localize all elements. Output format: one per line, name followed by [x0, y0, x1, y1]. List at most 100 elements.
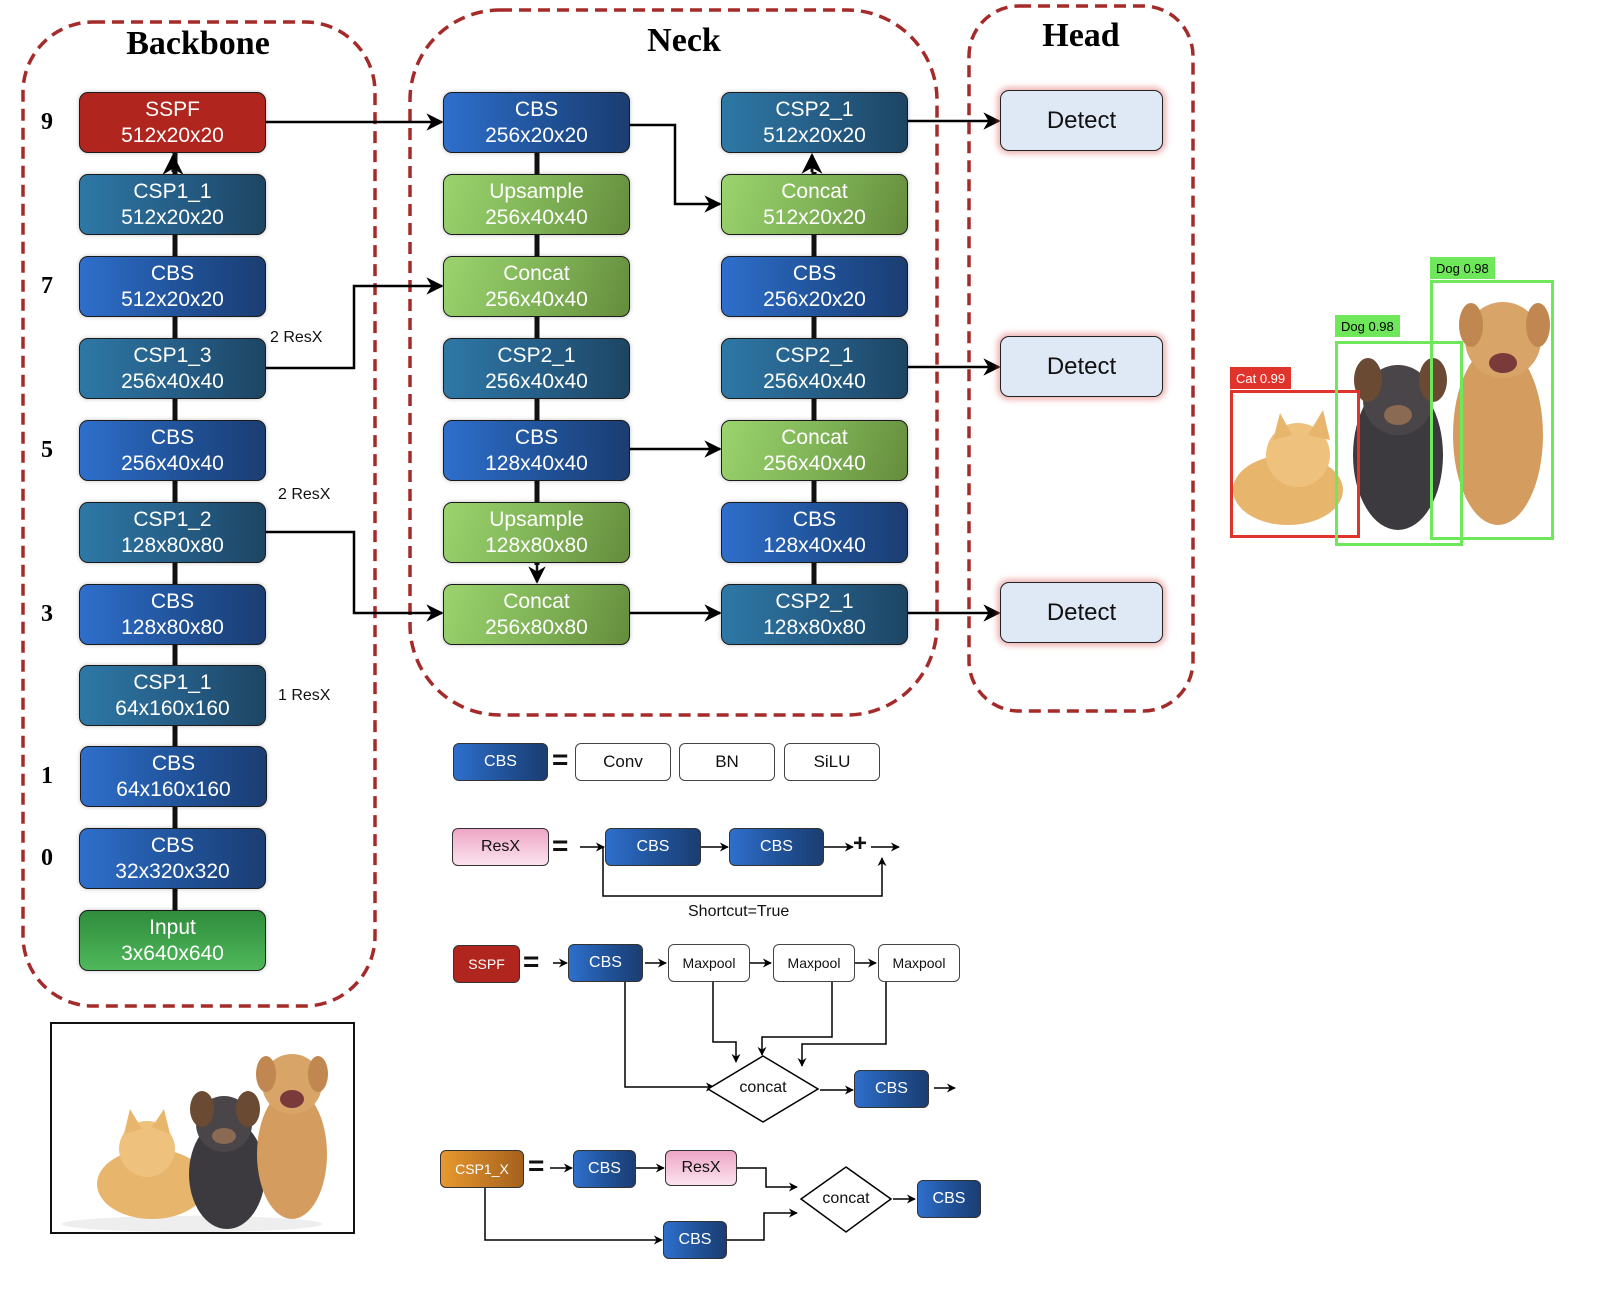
- block-name: SSPF: [145, 97, 200, 121]
- legend-conv-block: Conv: [575, 743, 671, 781]
- block-name: Concat: [781, 179, 848, 203]
- legend-sspf-cbs-in: CBS: [568, 944, 643, 982]
- legend-resx-plus: +: [853, 830, 868, 857]
- sspf-pool3-to-concat: [797, 982, 887, 1067]
- block-name: CSP1_1: [133, 670, 212, 694]
- cat-bounding-box: [1230, 390, 1360, 538]
- legend-maxpool-3: Maxpool: [878, 944, 960, 982]
- legend-sspf-cbs-out: CBS: [854, 1070, 929, 1108]
- block-name: Concat: [781, 425, 848, 449]
- layer-index: 0: [41, 845, 53, 871]
- block-name: CSP2_1: [497, 343, 576, 367]
- backbone-region-border: [21, 20, 377, 1008]
- legend-csp1x-equals: =: [528, 1150, 545, 1181]
- block-shape: 64x160x160: [115, 696, 230, 720]
- csp1x-cbs-bottom-to-concat: [727, 1208, 798, 1241]
- neck-region-border: [408, 8, 939, 717]
- block-shape: 128x40x40: [485, 451, 588, 475]
- block-shape: 256x40x40: [763, 369, 866, 393]
- block-shape: 128x80x80: [121, 533, 224, 557]
- legend-csp1x-concat-label: concat: [822, 1190, 870, 1207]
- block-name: CBS: [792, 507, 837, 531]
- block-name: Detect: [1046, 352, 1117, 380]
- resx-count-annotation: 2 ResX: [278, 486, 331, 503]
- wire-cbs-to-concat-top: [630, 123, 722, 213]
- dog-bounding-box-2: [1430, 280, 1554, 540]
- legend-resx-block: ResX: [452, 828, 549, 866]
- layer-index: 5: [41, 437, 53, 463]
- detect-block: Detect: [1000, 582, 1163, 643]
- neck-title: Neck: [647, 22, 721, 59]
- legend-bn-block: BN: [679, 743, 775, 781]
- csp1x-concat-diamond: [799, 1166, 893, 1233]
- layer-index: 1: [41, 763, 53, 789]
- cat-detection-label: Cat 0.99: [1230, 367, 1292, 389]
- resx-count-annotation: 1 ResX: [278, 687, 331, 704]
- legend-sspf-concat-label: concat: [739, 1079, 787, 1096]
- block-name: CBS: [150, 425, 195, 449]
- sspf-pool2-to-concat: [757, 982, 833, 1056]
- block-shape: 64x160x160: [116, 777, 231, 801]
- resx-shortcut: [602, 847, 887, 897]
- wire-csp13-to-neck-concat: [266, 277, 444, 370]
- block-shape: 256x20x20: [485, 123, 588, 147]
- backbone-title: Backbone: [126, 25, 270, 62]
- legend-resx-cbs-2: CBS: [729, 828, 824, 866]
- head-title: Head: [1042, 17, 1120, 54]
- block-shape: 256x40x40: [485, 369, 588, 393]
- legend-csp1x-cbs-out: CBS: [917, 1180, 981, 1218]
- legend-maxpool-2: Maxpool: [773, 944, 855, 982]
- legend-csp1x-cbs-bottom: CBS: [663, 1221, 727, 1259]
- legend-csp1x-block: CSP1_X: [440, 1150, 524, 1188]
- legend-csp1x-resx: ResX: [665, 1150, 737, 1186]
- block-name: Input: [149, 915, 196, 939]
- legend-maxpool-1: Maxpool: [668, 944, 750, 982]
- dog-detection-label-1: Dog 0.98: [1335, 315, 1400, 337]
- sspf-pool1-to-concat: [712, 982, 741, 1063]
- block-shape: 512x20x20: [121, 287, 224, 311]
- legend-cbs-block: CBS: [453, 743, 548, 781]
- head-region-border: [967, 4, 1195, 713]
- block-shape: 128x40x40: [763, 533, 866, 557]
- block-name: Concat: [503, 589, 570, 613]
- legend-resx-equals: =: [552, 830, 569, 861]
- block-shape: 256x40x40: [121, 451, 224, 475]
- block-name: CBS: [514, 425, 559, 449]
- legend-resx-caption: Shortcut=True: [688, 903, 790, 920]
- dog-bounding-box-1: [1335, 341, 1463, 546]
- dog-detection-label-2: Dog 0.98: [1430, 257, 1495, 279]
- input-image: [50, 1022, 355, 1234]
- block-name: CSP1_2: [133, 507, 212, 531]
- block-name: CBS: [150, 261, 195, 285]
- detection-illustration: [1233, 302, 1550, 530]
- block-shape: 32x320x320: [115, 859, 230, 883]
- block-name: Detect: [1046, 598, 1117, 626]
- legend-resx-cbs-1: CBS: [605, 828, 701, 866]
- csp1x-resx-to-concat: [737, 1167, 798, 1192]
- block-name: CBS: [151, 751, 196, 775]
- block-name: CSP2_1: [775, 97, 854, 121]
- cat-and-puppies-illustration: [62, 1054, 328, 1232]
- block-shape: 256x20x20: [763, 287, 866, 311]
- legend-sspf-block: SSPF: [453, 945, 520, 983]
- block-name: CBS: [150, 833, 195, 857]
- block-shape: 128x80x80: [485, 533, 588, 557]
- block-shape: 512x20x20: [763, 123, 866, 147]
- legend-silu-block: SiLU: [784, 743, 880, 781]
